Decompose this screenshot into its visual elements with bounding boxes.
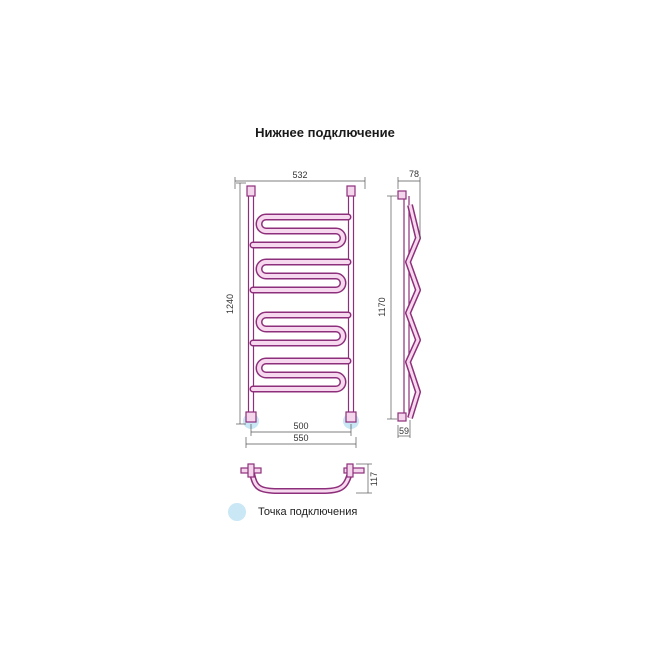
dimension-label-total-height: 1240 <box>225 294 235 314</box>
front-view: 532 1240 500 550 <box>225 170 366 448</box>
dimension-label-outer-width: 550 <box>293 433 308 443</box>
side-view: 78 1170 59 <box>377 169 421 438</box>
left-rail <box>245 185 257 423</box>
dimension-label-side-height: 1170 <box>377 297 387 316</box>
dimension-label-offset-bottom: 59 <box>399 426 409 436</box>
dimension-label-depth-plan: 117 <box>369 472 379 486</box>
plan-view: 117 <box>240 463 379 495</box>
connection-point-legend-icon <box>228 503 246 521</box>
serpentine-pipes <box>249 213 352 393</box>
dimension-depth-plan <box>356 463 372 494</box>
dimension-depth-top <box>397 177 421 240</box>
legend-label: Точка подключения <box>258 506 358 518</box>
dimension-top-width <box>234 177 366 189</box>
plan-connectors <box>240 463 365 478</box>
plan-loop <box>249 472 353 495</box>
dimension-label-inner-width: 500 <box>293 421 308 431</box>
diagram-title: Нижнее подключение <box>255 125 395 140</box>
dimension-label-top-width: 532 <box>292 170 307 180</box>
right-rail <box>345 185 357 423</box>
dimension-total-height <box>236 182 246 425</box>
legend: Точка подключения <box>228 503 357 521</box>
dimension-side-height <box>387 195 397 420</box>
side-profile <box>405 204 421 419</box>
dimension-inner-width <box>250 424 352 436</box>
side-rail <box>397 190 410 422</box>
dimension-outer-width <box>245 437 357 448</box>
dimension-label-depth-top: 78 <box>409 169 419 179</box>
dimension-offset-bottom <box>397 420 411 438</box>
